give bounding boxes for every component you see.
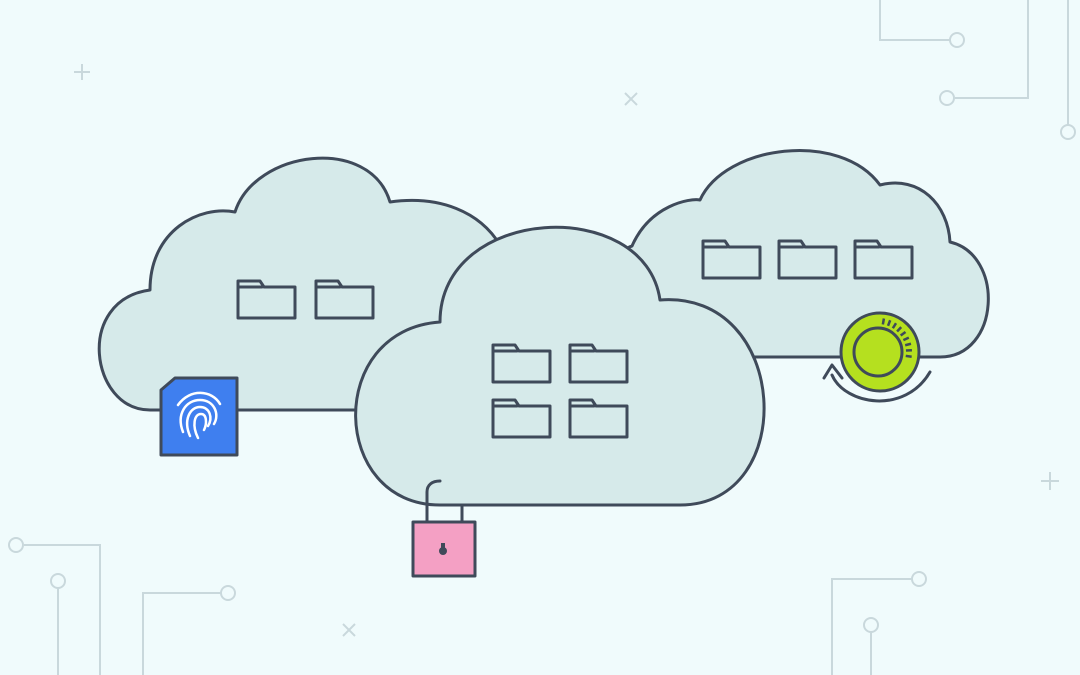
dial-tick	[881, 318, 886, 325]
circuit-decor	[8, 0, 1076, 675]
cloud-middle	[354, 225, 766, 507]
dial-tick	[904, 342, 912, 347]
folder-icon	[777, 239, 838, 280]
dial-tick	[905, 354, 912, 358]
folder-icon	[568, 343, 629, 384]
dial-tick	[899, 331, 907, 337]
folder-icon	[853, 239, 914, 280]
fingerprint-icon	[159, 376, 239, 457]
dial-tick	[896, 326, 903, 333]
sync-dial-icon	[822, 311, 932, 403]
folder-icon	[491, 343, 552, 384]
folder-icon	[701, 239, 762, 280]
folder-icon	[491, 398, 552, 439]
dial-tick	[886, 319, 892, 327]
folder-icon	[568, 398, 629, 439]
folder-icon	[314, 279, 375, 320]
padlock-icon	[411, 479, 477, 578]
dial-tick	[902, 336, 910, 342]
folder-icon	[236, 279, 297, 320]
dial-tick	[891, 322, 898, 329]
folders	[236, 239, 914, 439]
